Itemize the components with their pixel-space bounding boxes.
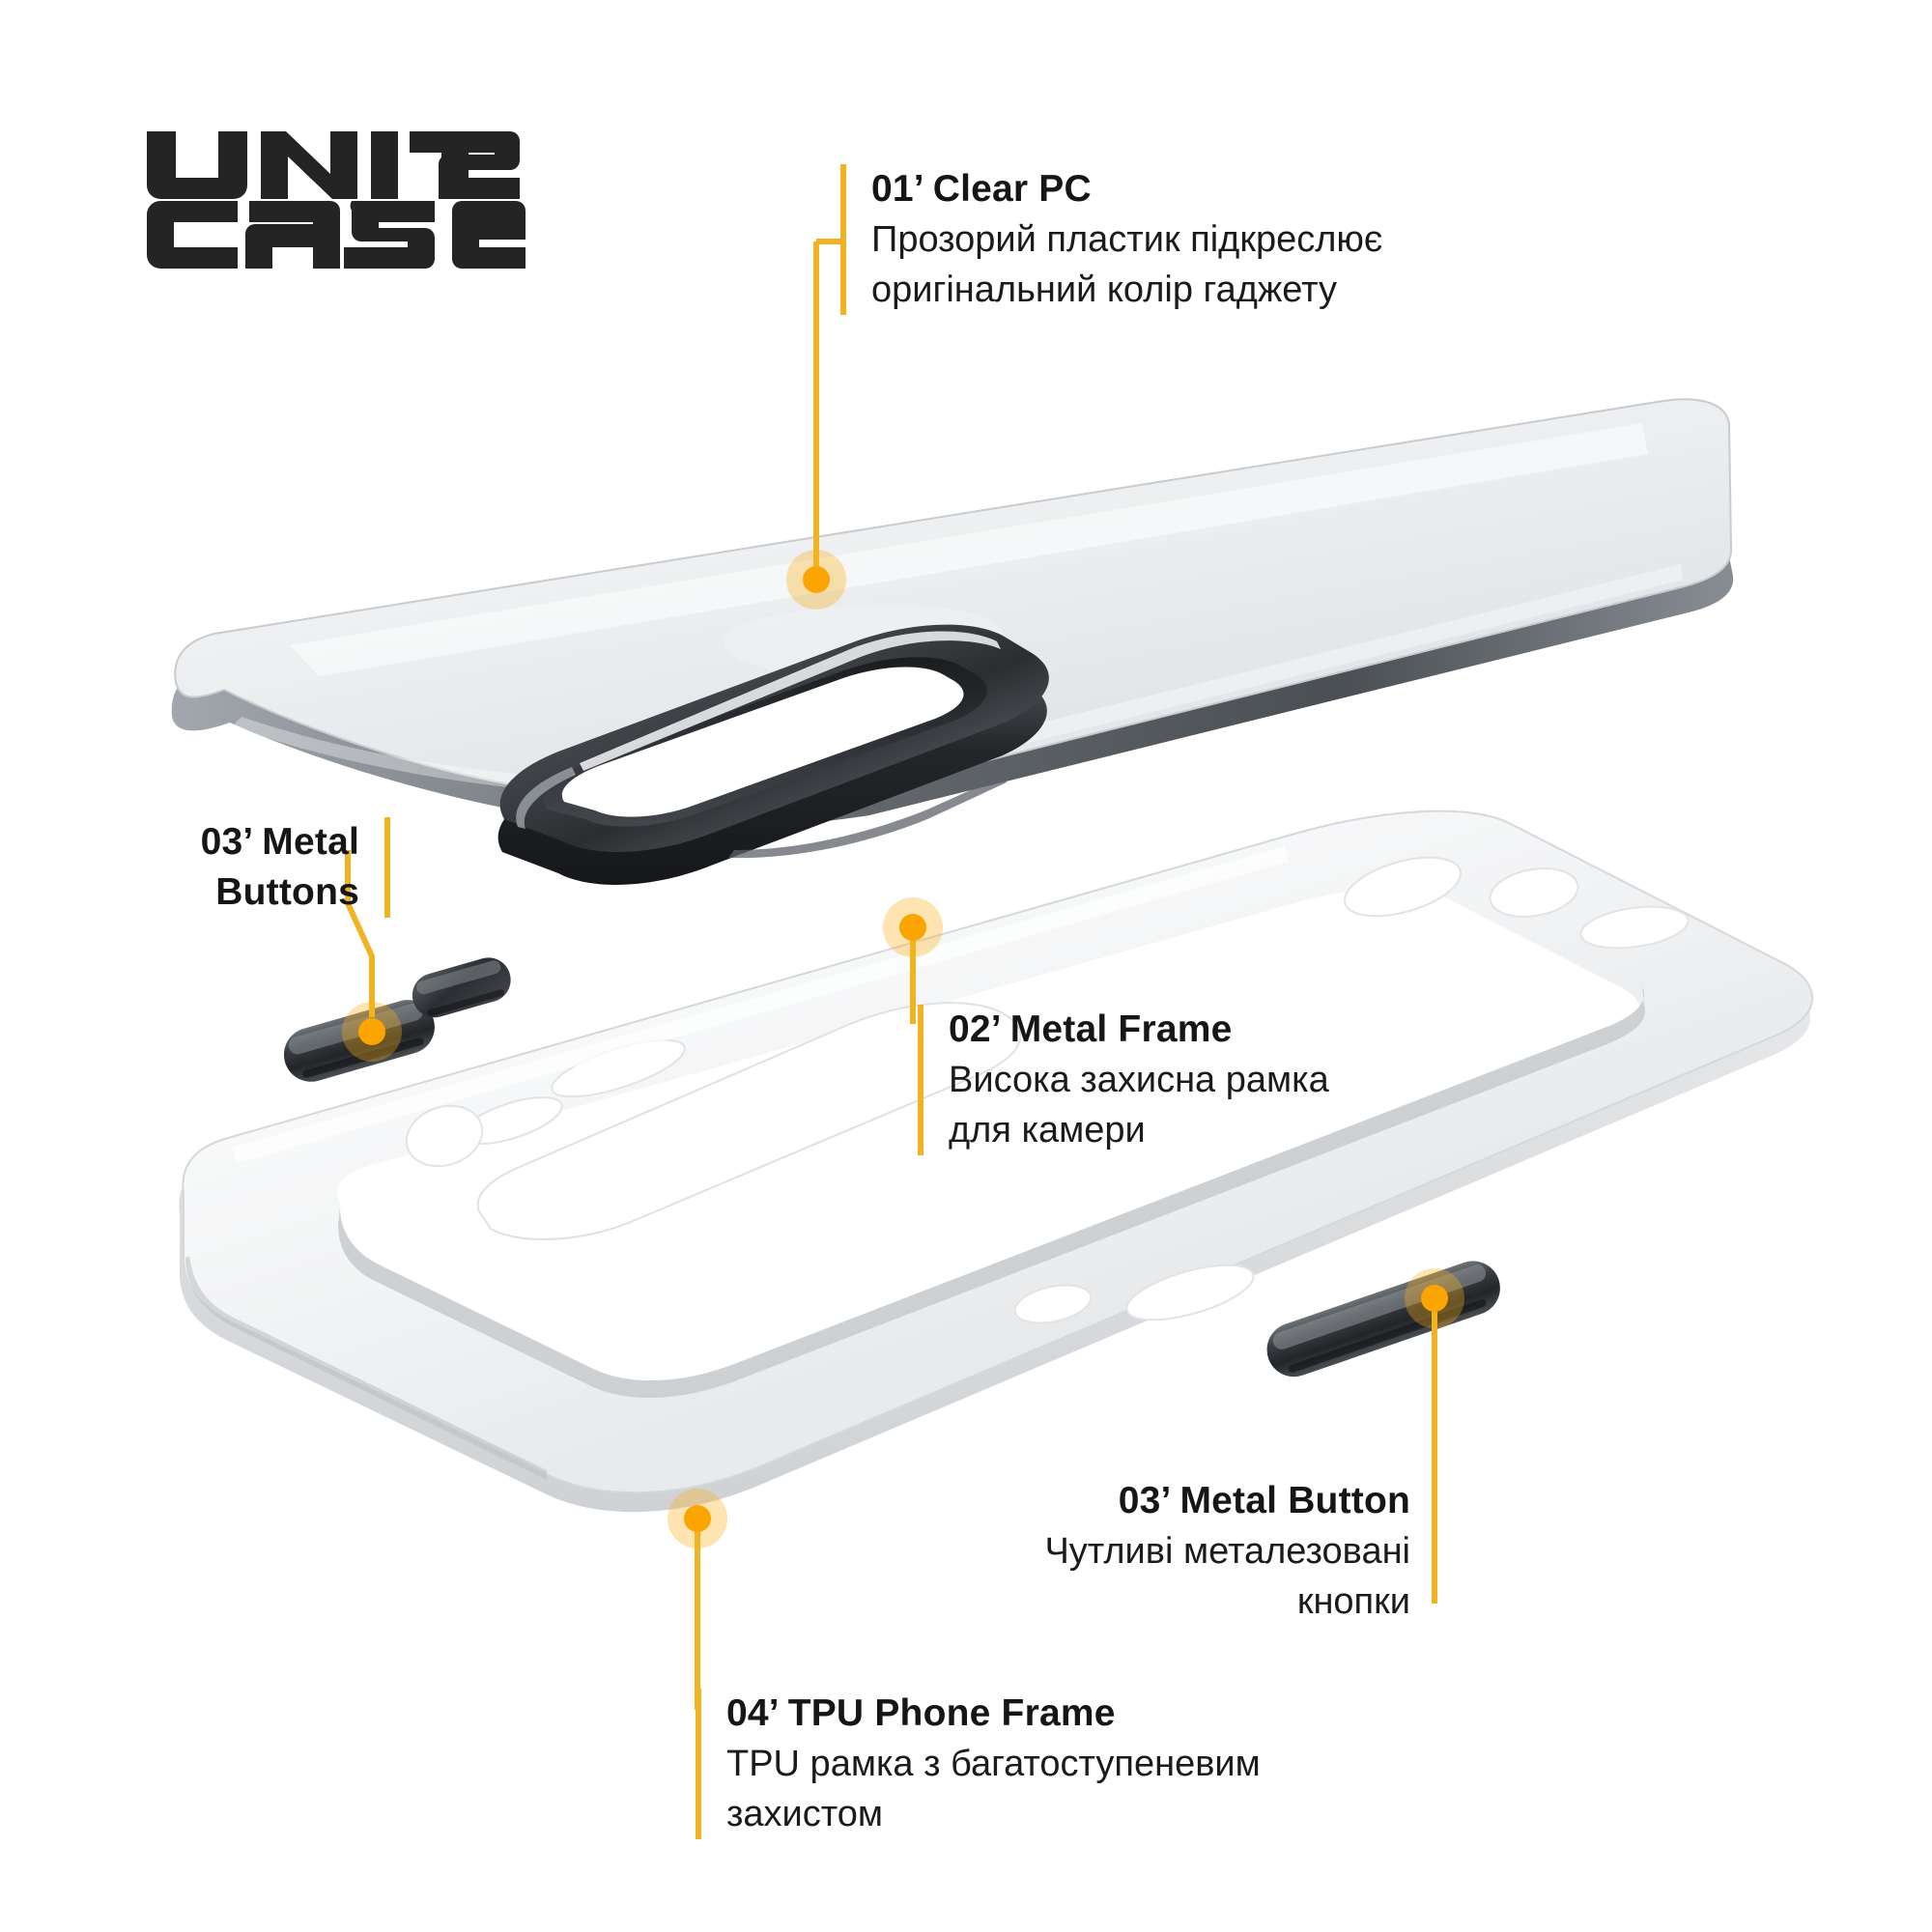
marker-core <box>684 1505 711 1532</box>
callout-metal-buttons: 03’ Metal Buttons <box>0 817 390 918</box>
marker-dot-metal-frame[interactable] <box>883 897 943 957</box>
metal-side-buttons-part <box>283 957 511 1082</box>
callout-title: 04’ TPU Phone Frame <box>726 1692 1116 1734</box>
callout-desc-line-1: Чутливі металезовані <box>1044 1531 1410 1572</box>
marker-dot-clear-pc[interactable] <box>786 550 846 610</box>
marker-core <box>358 1018 385 1045</box>
callout-tpu-phone-frame: 04’ TPU Phone Frame TPU рамка з багатост… <box>696 1689 1519 1839</box>
marker-core <box>1421 1285 1448 1312</box>
marker-core <box>899 914 926 941</box>
tpu-frame-part <box>179 810 1813 1513</box>
marker-dot-metal-button[interactable] <box>1405 1268 1464 1328</box>
metal-camera-frame-part <box>497 624 1049 885</box>
callout-clear-pc: 01’ Clear PC Прозорий пластик підкреслює… <box>840 164 1605 315</box>
marker-dot-metal-buttons[interactable] <box>342 1002 402 1062</box>
marker-dot-tpu-frame[interactable] <box>668 1489 727 1548</box>
callout-title-line-2: Buttons <box>215 871 359 913</box>
callout-title: 01’ Clear PC <box>871 168 1092 210</box>
callout-title: 02’ Metal Frame <box>949 1009 1233 1050</box>
callout-desc-line-2: для камери <box>949 1110 1146 1151</box>
callout-title: 03’ Metal Button <box>1118 1480 1410 1521</box>
unit2-case-logomark <box>147 131 526 269</box>
callout-desc-line-2: кнопки <box>1296 1581 1410 1622</box>
callout-title-line-1: 03’ Metal <box>200 821 359 863</box>
marker-core <box>803 566 830 593</box>
callout-metal-button: 03’ Metal Button Чутливі металезовані кн… <box>676 1476 1410 1627</box>
callout-desc-line-1: Висока захисна рамка <box>949 1060 1329 1100</box>
metal-power-button-part <box>1266 1261 1500 1378</box>
callout-desc-line-1: TPU рамка з багатоступеневим <box>726 1744 1261 1784</box>
callout-desc-line-1: Прозорий пластик підкреслює <box>871 219 1383 260</box>
brand-logo <box>143 104 549 288</box>
callout-desc-line-2: захистом <box>726 1794 884 1834</box>
callout-desc-line-2: оригінальний колір гаджету <box>871 270 1337 310</box>
callout-metal-frame: 02’ Metal Frame Висока захисна рамка для… <box>918 1005 1625 1155</box>
